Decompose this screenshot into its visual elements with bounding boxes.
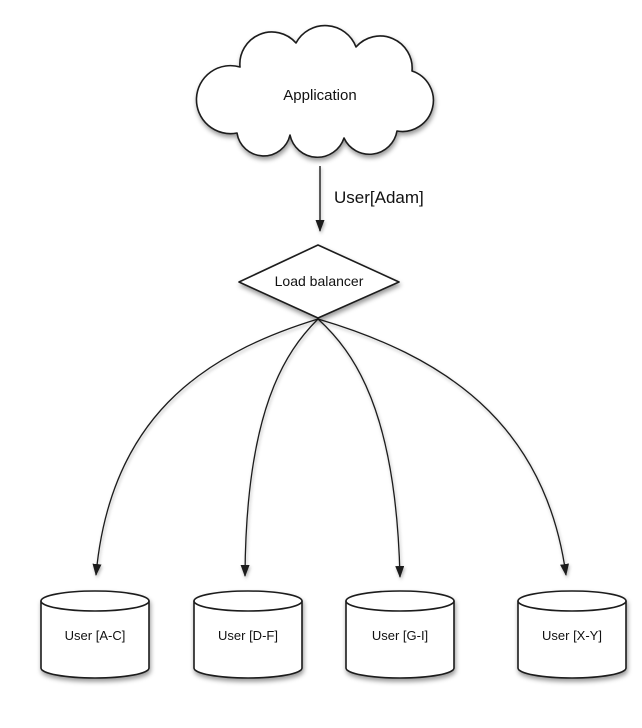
edge-load-balancer-to-shard-gi	[317, 318, 405, 578]
cylinder-body	[345, 601, 455, 679]
load-balancer-diamond-node	[238, 244, 400, 319]
application-label: Application	[283, 87, 356, 104]
cylinder-body	[193, 601, 303, 679]
shard-cylinder-df	[193, 590, 303, 679]
shard-xy-label: User [X-Y]	[542, 628, 602, 643]
nodes-layer	[40, 24, 627, 679]
request-edge-label: User[Adam]	[334, 188, 424, 207]
labels-layer: Application User[Adam] Load balancer Use…	[65, 87, 602, 643]
cylinder-body	[40, 601, 150, 679]
application-cloud-node	[195, 24, 435, 159]
cylinder-top	[193, 590, 303, 612]
cylinder-top	[40, 590, 150, 612]
load-balancer-label: Load balancer	[275, 273, 364, 289]
cylinder-top	[345, 590, 455, 612]
cylinder-body	[517, 601, 627, 679]
shard-ac-label: User [A-C]	[65, 628, 126, 643]
cylinder-top	[517, 590, 627, 612]
edges-layer	[92, 166, 569, 578]
edge-load-balancer-to-shard-ac	[92, 318, 319, 576]
shard-cylinder-gi	[345, 590, 455, 679]
shard-gi-label: User [G-I]	[372, 628, 428, 643]
shard-cylinder-xy	[517, 590, 627, 679]
edge-load-balancer-to-shard-df	[240, 318, 319, 577]
edge-load-balancer-to-shard-xy	[317, 318, 569, 576]
shard-cylinder-ac	[40, 590, 150, 679]
shard-df-label: User [D-F]	[218, 628, 278, 643]
